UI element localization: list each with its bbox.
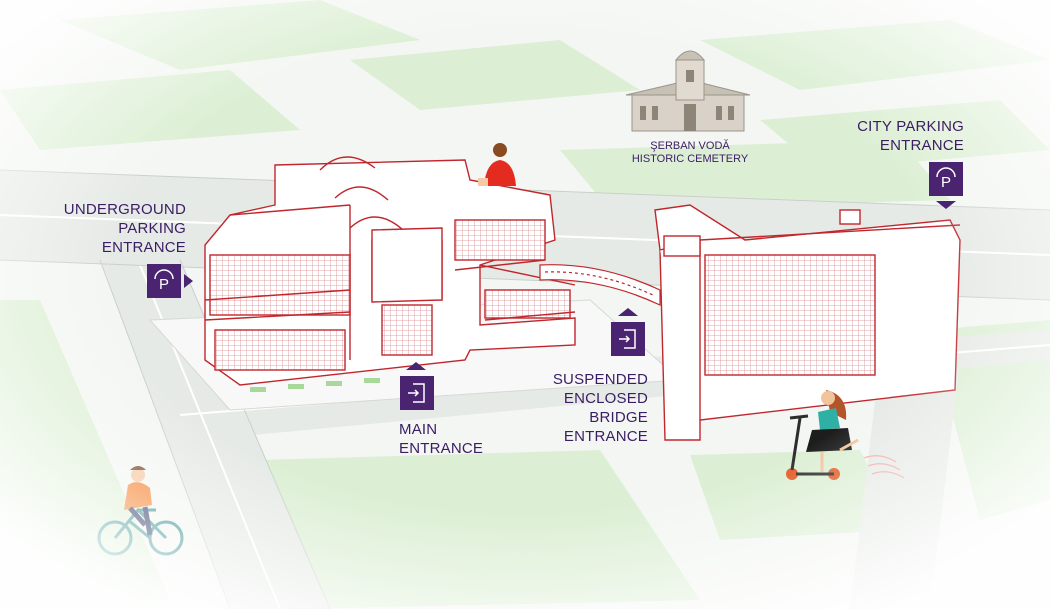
door-entry-icon	[619, 329, 636, 349]
parking-icon: P	[154, 269, 174, 293]
parking-icon: P	[936, 167, 956, 191]
cemetery-name-line1: ŞERBAN VODĂ	[650, 140, 730, 152]
cemetery-name-line2: HISTORIC CEMETERY	[631, 153, 749, 165]
cemetery-label: ŞERBAN VODĂ HISTORIC CEMETERY	[600, 140, 780, 166]
svg-text:P: P	[941, 174, 951, 191]
underground-parking-marker[interactable]: P	[147, 264, 181, 298]
bridge-entrance-arrow	[618, 308, 638, 316]
underground-parking-arrow	[184, 274, 193, 288]
svg-text:P: P	[159, 276, 169, 293]
bridge-entrance-label: SUSPENDED ENCLOSED BRIDGE ENTRANCE	[552, 371, 648, 445]
city-parking-arrow	[936, 201, 956, 209]
underground-parking-label: UNDERGROUND PARKING ENTRANCE	[63, 201, 186, 256]
door-entry-icon	[408, 383, 425, 403]
main-entrance-marker[interactable]	[400, 376, 434, 410]
city-parking-label: CITY PARKING ENTRANCE	[857, 118, 964, 154]
main-entrance-arrow	[406, 362, 426, 370]
city-parking-marker[interactable]: P	[929, 162, 963, 196]
main-entrance-label: MAIN ENTRANCE	[399, 421, 484, 457]
bridge-entrance-marker[interactable]	[611, 322, 645, 356]
